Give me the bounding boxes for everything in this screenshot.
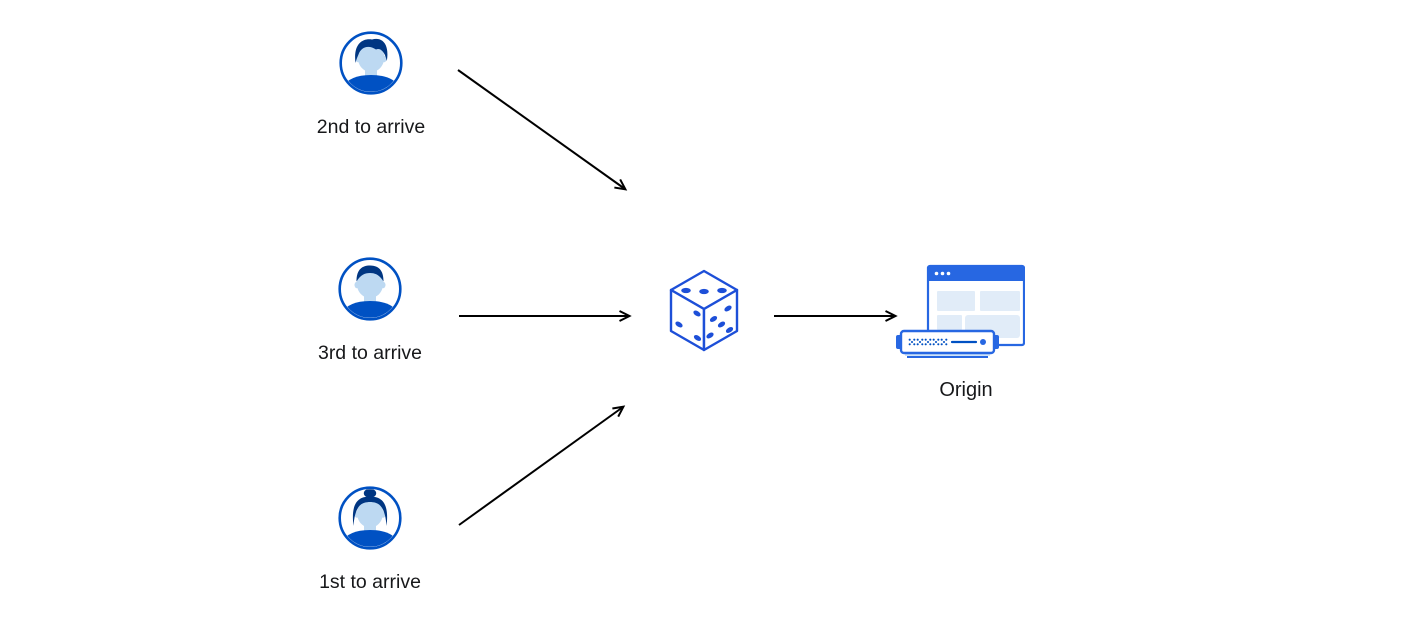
node-visitor-top: 2nd to arrive [286,30,456,138]
server-power-dot [980,339,986,345]
server-icon [896,329,999,358]
node-visitor-bottom: 1st to arrive [285,485,455,593]
node-label: 3rd to arrive [317,342,423,364]
node-label: 2nd to arrive [316,116,426,138]
node-random-selector [668,269,740,358]
arrow-visitor-bottom-to-dice [458,405,626,526]
origin-server-icon [896,264,1025,358]
male-avatar-icon [338,257,402,321]
window-dots-icon [934,271,951,276]
male-avatar-icon [339,31,403,95]
node-label: Origin [939,379,993,401]
node-visitor-middle: 3rd to arrive [285,256,455,364]
node-label: 1st to arrive [319,571,421,593]
dice-pips [675,287,734,341]
dice-icon [669,269,739,352]
node-origin: Origin [895,264,1025,401]
arrow-visitor-top-to-dice [457,69,628,191]
female-avatar-icon [338,486,402,550]
